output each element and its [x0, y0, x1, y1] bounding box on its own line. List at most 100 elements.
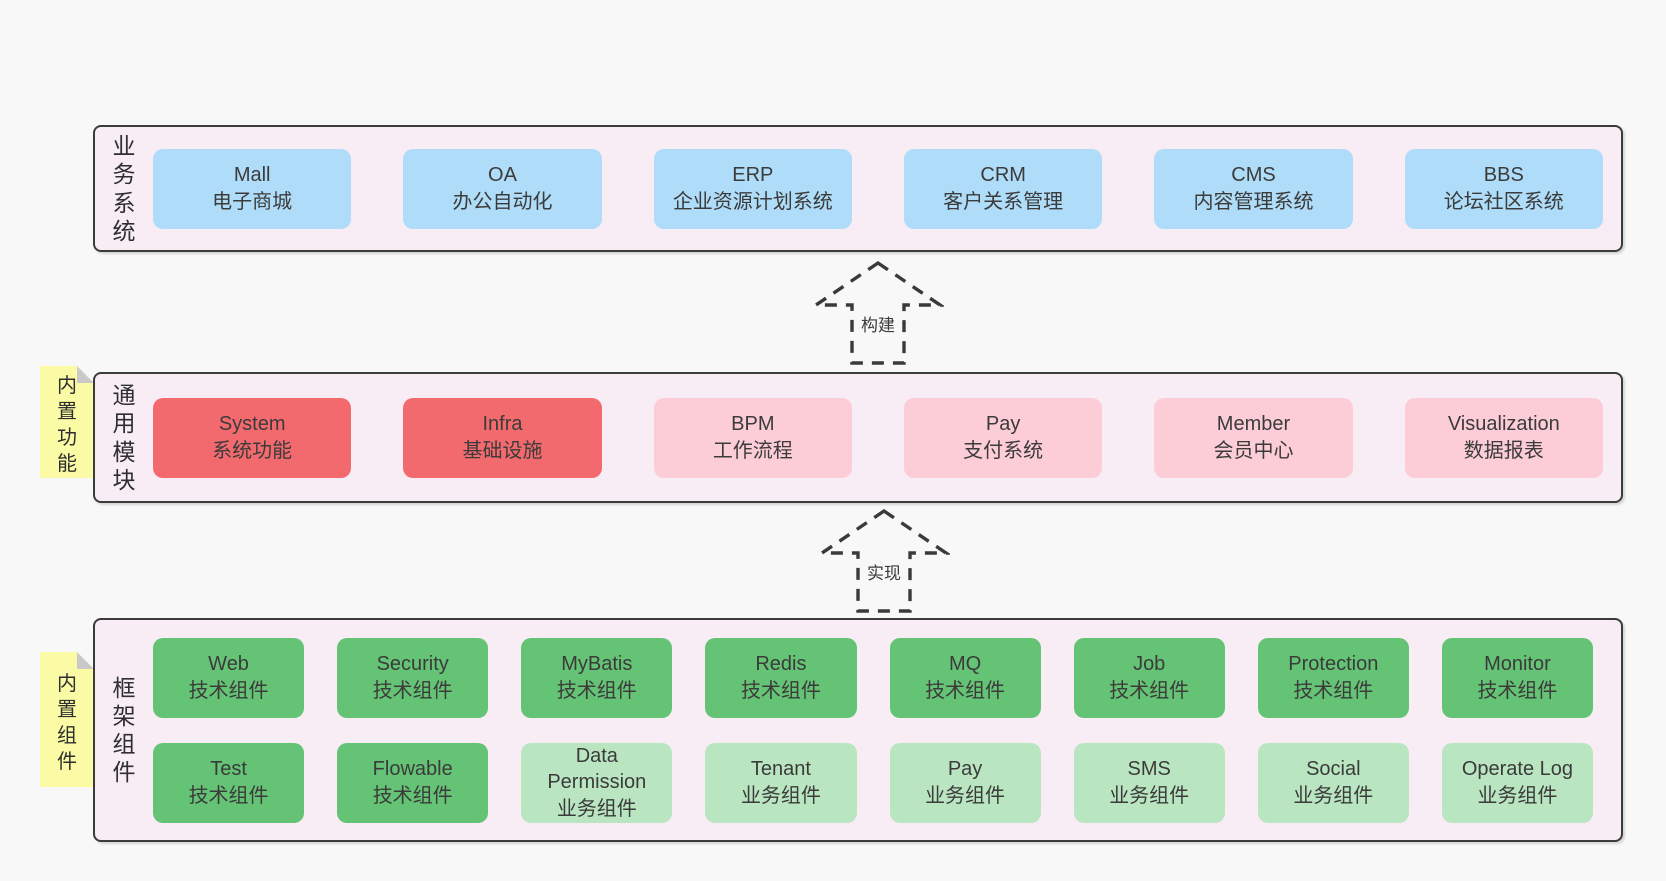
box-infra: Infra 基础设施 [403, 397, 602, 478]
box-subtitle: 技术组件 [1293, 679, 1374, 702]
folded-corner-icon [77, 366, 94, 383]
box-subtitle: 业务组件 [740, 784, 821, 807]
box-member: Member 会员中心 [1154, 397, 1353, 478]
box-visualization: Visualization 数据报表 [1404, 397, 1603, 478]
component-row-1: Web 技术组件 Security 技术组件 MyBatis 技术组件 Redi… [153, 637, 1593, 718]
box-title: Security [376, 653, 449, 676]
box-title: SMS [1127, 758, 1171, 781]
box-title: Test [210, 758, 247, 781]
box-subtitle: 数据报表 [1463, 439, 1544, 462]
box-title: Operate Log [1461, 758, 1574, 781]
box-job: Job 技术组件 [1073, 637, 1225, 718]
box-security: Security 技术组件 [337, 637, 489, 718]
box-mq: MQ 技术组件 [889, 637, 1041, 718]
box-title: MyBatis [561, 653, 633, 676]
box-subtitle: 技术组件 [188, 679, 269, 702]
box-cms: CMS 内容管理系统 [1154, 148, 1353, 229]
box-subtitle: 技术组件 [556, 679, 637, 702]
box-title: Job [1133, 653, 1166, 676]
box-system: System 系统功能 [153, 397, 352, 478]
box-subtitle: 技术组件 [1109, 679, 1190, 702]
layer-label: 通用模块 [95, 381, 153, 493]
layer-label: 业务系统 [95, 132, 153, 244]
box-social: Social 业务组件 [1257, 742, 1409, 823]
box-title: Mall [233, 164, 271, 187]
box-title: CRM [980, 164, 1026, 187]
box-title: BPM [731, 413, 775, 436]
module-boxes: System 系统功能 Infra 基础设施 BPM 工作流程 Pay 支付系统… [153, 397, 1621, 478]
box-title: Member [1216, 413, 1291, 436]
box-subtitle: 企业资源计划系统 [672, 190, 833, 213]
box-subtitle: 系统功能 [212, 439, 293, 462]
box-sms: SMS 业务组件 [1073, 742, 1225, 823]
box-title: MQ [948, 653, 982, 676]
note-text: 内置组件 [57, 672, 77, 773]
box-title: Tenant [750, 758, 811, 781]
box-subtitle: 业务组件 [925, 784, 1006, 807]
up-arrow-icon [812, 260, 944, 365]
box-title: Infra [482, 413, 523, 436]
box-subtitle: 客户关系管理 [943, 190, 1064, 213]
box-oa: OA 办公自动化 [403, 148, 602, 229]
arrow-implement: 实现 [818, 508, 950, 614]
box-subtitle: 技术组件 [188, 784, 269, 807]
box-subtitle: 会员中心 [1213, 439, 1294, 462]
box-tenant: Tenant 业务组件 [705, 742, 857, 823]
box-title: Social [1306, 758, 1361, 781]
box-subtitle: 电子商城 [212, 190, 293, 213]
box-mybatis: MyBatis 技术组件 [521, 637, 673, 718]
box-protection: Protection 技术组件 [1257, 637, 1409, 718]
box-subtitle: 技术组件 [372, 679, 453, 702]
box-subtitle: 业务组件 [1477, 784, 1558, 807]
box-flowable: Flowable 技术组件 [337, 742, 489, 823]
box-subtitle: 基础设施 [462, 439, 543, 462]
box-title: Protection [1288, 653, 1379, 676]
box-data-permission: Data Permission 业务组件 [521, 742, 673, 823]
up-arrow-icon [818, 508, 950, 613]
layer-label-text: 框架组件 [112, 674, 136, 786]
box-bpm: BPM 工作流程 [653, 397, 852, 478]
box-title: Pay [947, 758, 983, 781]
box-title: System [218, 413, 286, 436]
box-subtitle: 论坛社区系统 [1443, 190, 1564, 213]
box-erp: ERP 企业资源计划系统 [653, 148, 852, 229]
note-builtin-features: 内置功能 [40, 366, 94, 478]
box-subtitle: 技术组件 [1477, 679, 1558, 702]
box-subtitle: 技术组件 [372, 784, 453, 807]
layer-business-systems: 业务系统 Mall 电子商城 OA 办公自动化 ERP 企业资源计划系统 CRM… [93, 125, 1623, 252]
box-subtitle: 办公自动化 [452, 190, 553, 213]
box-title: Redis [755, 653, 807, 676]
note-text: 内置功能 [57, 375, 77, 475]
box-title: Flowable [372, 758, 453, 781]
arrow-label: 构建 [857, 310, 899, 337]
box-title: Visualization [1447, 413, 1560, 436]
box-mall: Mall 电子商城 [153, 148, 352, 229]
note-builtin-components: 内置组件 [40, 652, 94, 787]
layer-label-text: 业务系统 [112, 133, 136, 244]
box-subtitle: 业务组件 [1109, 784, 1190, 807]
box-subtitle: 技术组件 [925, 679, 1006, 702]
box-monitor: Monitor 技术组件 [1441, 637, 1593, 718]
box-crm: CRM 客户关系管理 [903, 148, 1103, 229]
box-title: OA [488, 164, 517, 187]
box-bbs: BBS 论坛社区系统 [1404, 148, 1603, 229]
box-title: ERP [732, 164, 774, 187]
box-subtitle: 业务组件 [1293, 784, 1374, 807]
box-subtitle: 内容管理系统 [1193, 190, 1314, 213]
layer-label-text: 通用模块 [112, 382, 136, 493]
box-pay-biz: Pay 业务组件 [889, 742, 1041, 823]
box-subtitle: 工作流程 [712, 439, 793, 462]
layer-label: 框架组件 [95, 674, 153, 786]
box-title: Data Permission [547, 744, 647, 794]
arrow-label: 实现 [863, 558, 905, 585]
box-title: Monitor [1484, 653, 1551, 676]
arrow-build: 构建 [812, 260, 944, 366]
business-boxes: Mall 电子商城 OA 办公自动化 ERP 企业资源计划系统 CRM 客户关系… [153, 148, 1621, 229]
box-operate-log: Operate Log 业务组件 [1441, 742, 1593, 823]
box-pay: Pay 支付系统 [903, 397, 1103, 478]
box-title: Pay [985, 413, 1021, 436]
box-test: Test 技术组件 [153, 742, 305, 823]
layer-common-modules: 通用模块 System 系统功能 Infra 基础设施 BPM 工作流程 Pay… [93, 372, 1623, 503]
component-rows: Web 技术组件 Security 技术组件 MyBatis 技术组件 Redi… [153, 637, 1621, 823]
